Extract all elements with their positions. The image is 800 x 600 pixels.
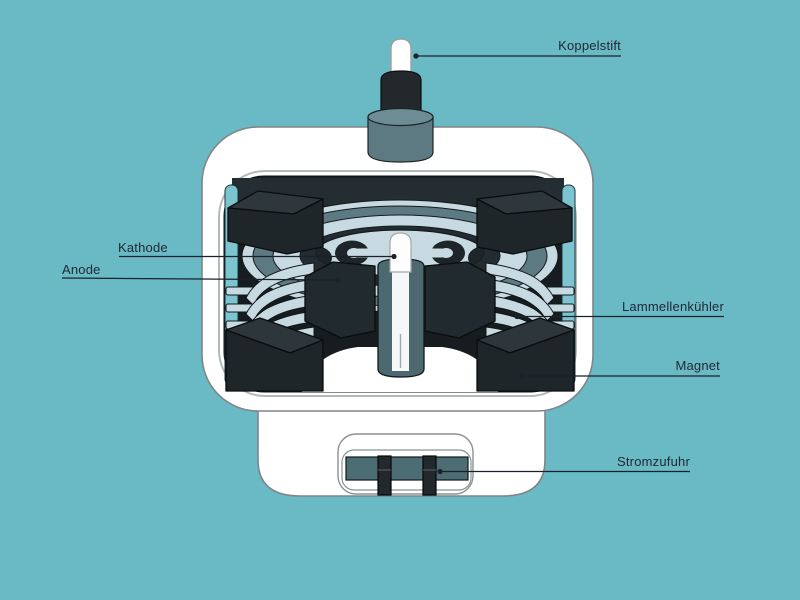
cathode-pin (389, 232, 412, 273)
inner-casing-border (218, 170, 577, 397)
label-lammellenkuehler: Lammellenkühler (622, 299, 724, 314)
leader-anode (61, 277, 339, 281)
antenna-base-top (367, 107, 434, 127)
antenna-base-cylinder (367, 116, 434, 163)
label-stromzufuhr: Stromzufuhr (616, 454, 690, 469)
label-kathode: Kathode (118, 240, 168, 255)
leader-dots (335, 53, 525, 475)
cathode-sleeve-slot (392, 266, 409, 371)
connector-body (345, 456, 469, 481)
leader-lines (61, 55, 724, 473)
power-connector (337, 433, 474, 496)
label-anode: Anode (62, 262, 101, 277)
label-magnet: Magnet (675, 358, 720, 373)
label-koppelstift: Koppelstift (558, 38, 621, 53)
antenna-collar (380, 70, 422, 113)
power-prongs (377, 455, 437, 496)
